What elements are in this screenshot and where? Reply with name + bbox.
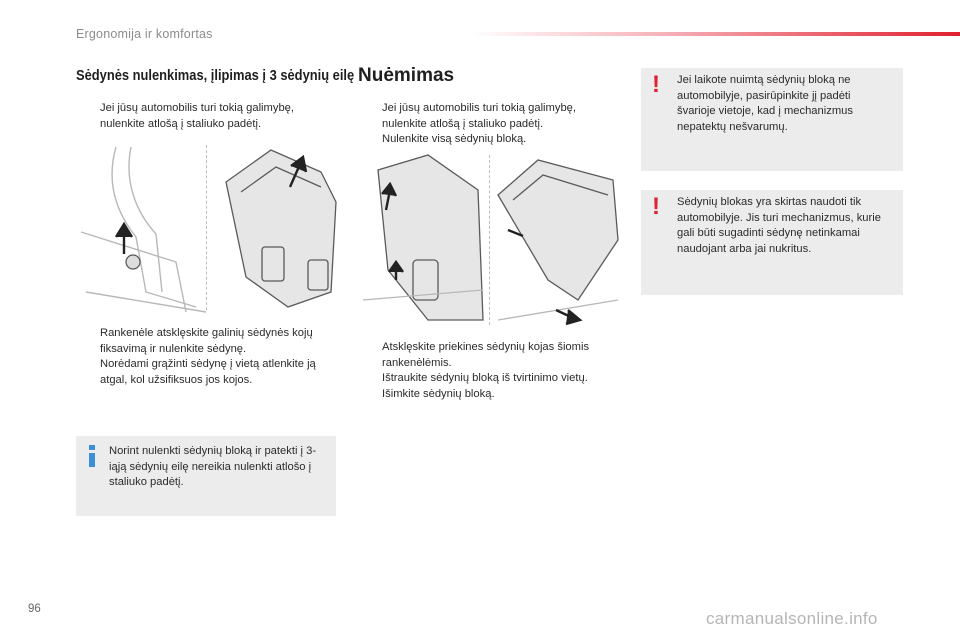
watermark: carmanualsonline.info [706, 609, 878, 628]
info-icon [89, 445, 95, 467]
warning-icon: ! [652, 71, 660, 98]
seat-fold-illustration [80, 146, 337, 313]
list-item: Jei jūsų automobilis turi tokią galimybę… [100, 102, 295, 130]
seat-removal-illustration [362, 154, 619, 326]
warning-text: Jei laikote nuimtą sėdynių bloką ne auto… [677, 74, 853, 133]
figure-divider [206, 145, 207, 310]
figure-divider [489, 155, 490, 325]
bullet-list-fold-top: Jei jūsų automobilis turi tokią galimybę… [76, 101, 338, 132]
list-item: Rankenėle atsklęskite galinių sėdynės ko… [100, 327, 313, 355]
list-item: Ištraukite sėdynių bloką iš tvirtinimo v… [382, 372, 588, 384]
section-title-removal: Nuėmimas [358, 65, 455, 86]
bullet-list-removal-top: Jei jūsų automobilis turi tokią galimybę… [358, 101, 620, 148]
info-box: Norint nulenkti sėdynių bloką ir patekti… [76, 436, 336, 516]
list-item: Atsklęskite priekines sėdynių kojas šiom… [382, 341, 590, 369]
list-item: Norėdami grąžinti sėdynę į vietą atlenki… [100, 358, 316, 386]
list-item: Išimkite sėdynių bloką. [382, 387, 495, 400]
list-item: Jei jūsų automobilis turi tokią galimybę… [382, 102, 577, 130]
page-number: 96 [28, 603, 41, 615]
header-title: Ergonomija ir komfortas [76, 27, 213, 41]
section-title-fold: Sėdynės nulenkimas, įlipimas į 3 sėdynių… [76, 67, 355, 84]
header-accent-bar [470, 32, 960, 36]
info-note-text: Norint nulenkti sėdynių bloką ir patekti… [109, 445, 317, 488]
warning-box-storage: ! Jei laikote nuimtą sėdynių bloką ne au… [641, 68, 903, 171]
figure-seat-fold [76, 142, 338, 318]
list-item: Nulenkite visą sėdynių bloką. [382, 133, 527, 145]
warning-text: Sėdynių blokas yra skirtas naudoti tik a… [677, 196, 881, 255]
bullet-list-removal-bottom: Atsklęskite priekines sėdynių kojas šiom… [358, 340, 620, 402]
bullet-list-fold-bottom: Rankenėle atsklęskite galinių sėdynės ko… [76, 326, 338, 388]
warning-icon: ! [652, 193, 660, 220]
warning-box-usage: ! Sėdynių blokas yra skirtas naudoti tik… [641, 190, 903, 295]
